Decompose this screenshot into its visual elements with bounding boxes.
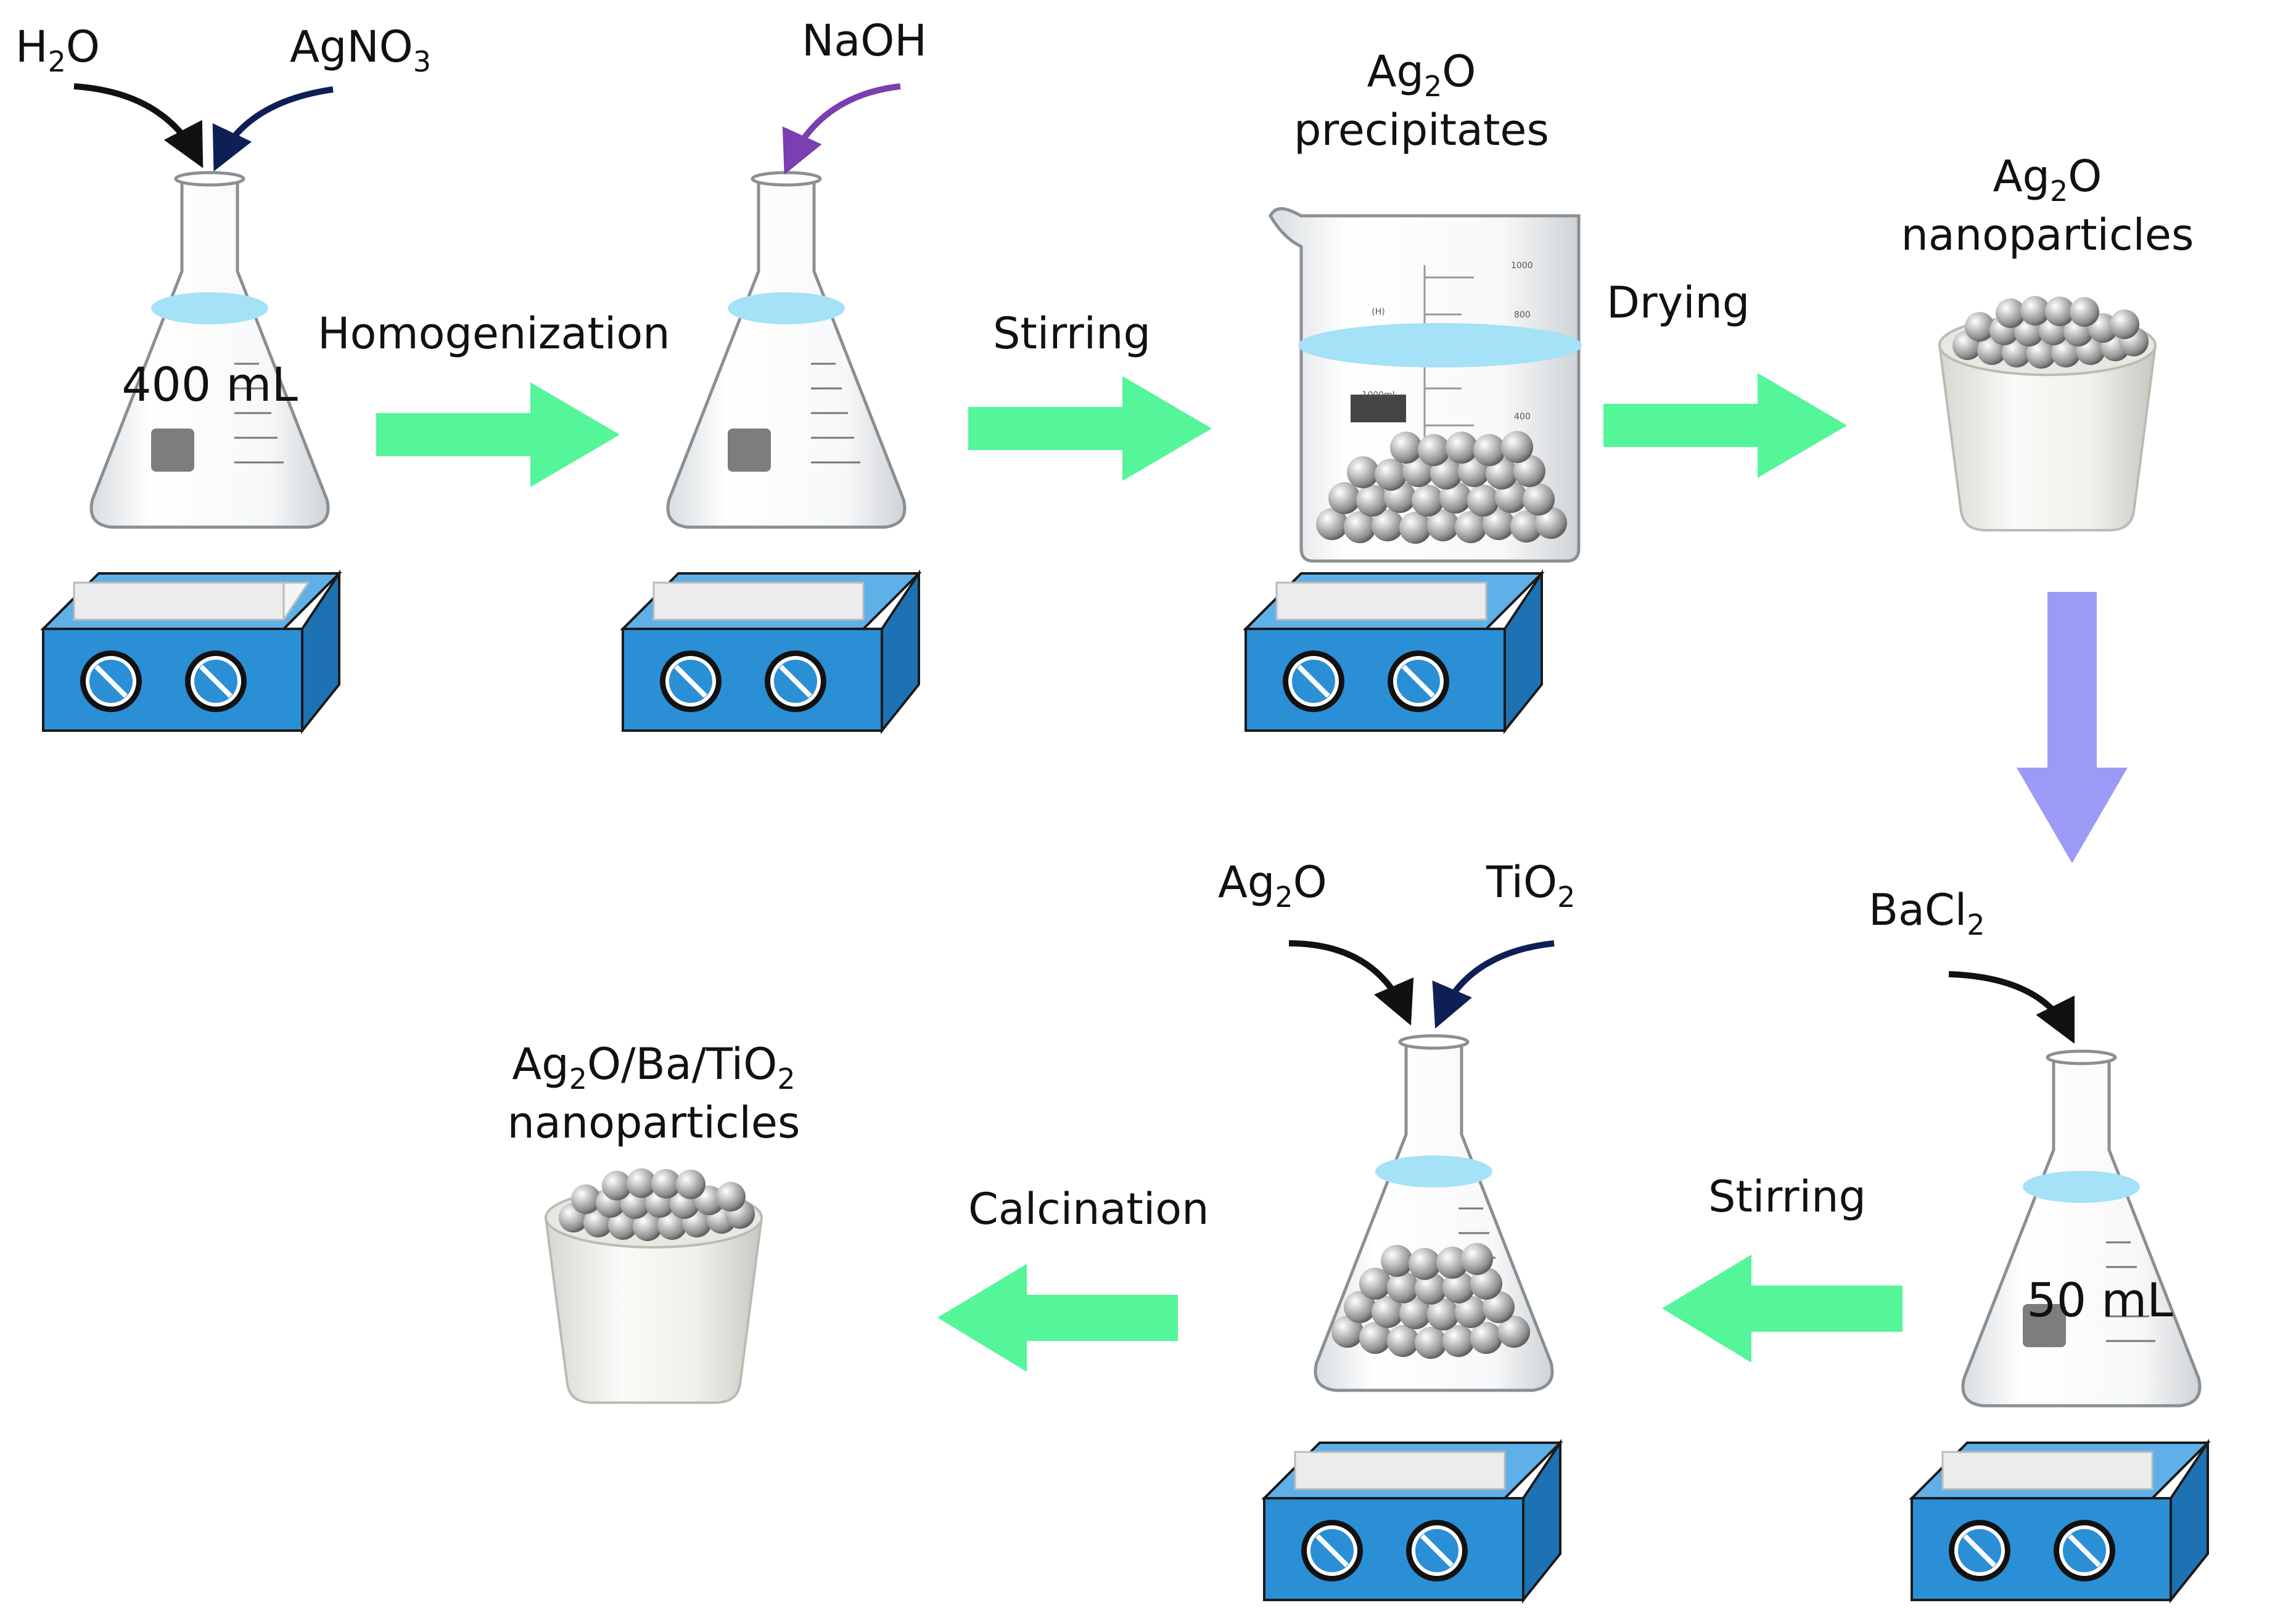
beaker-logo: (H) bbox=[1372, 307, 1384, 317]
label-ag2o-input: Ag2O bbox=[1218, 857, 1327, 914]
label-final-product-line1: Ag2O/Ba/TiO2 bbox=[512, 1039, 795, 1096]
knob-icon bbox=[1301, 1520, 1363, 1581]
step-homogenization: Homogenization bbox=[318, 308, 670, 359]
arrow-left-icon bbox=[937, 1264, 1178, 1372]
knob-icon bbox=[765, 650, 826, 712]
step-stirring-2: Stirring bbox=[1708, 1171, 1866, 1222]
flask-graduations bbox=[811, 363, 860, 464]
reagent-arrow-icon bbox=[212, 86, 334, 172]
arrow-left-icon bbox=[1662, 1255, 1903, 1363]
beaker-mark-1000: 1000 bbox=[1511, 261, 1533, 271]
reagent-arrow-icon bbox=[1288, 940, 1414, 1026]
flask-4 bbox=[1314, 1034, 1554, 1392]
crucible-2 bbox=[544, 1168, 763, 1404]
knob-icon bbox=[1388, 650, 1449, 712]
flask-graduations bbox=[2106, 1241, 2155, 1342]
label-ag2o-nanoparticles-line1: Ag2O bbox=[1993, 151, 2102, 208]
hotplate-1 bbox=[40, 569, 342, 734]
beaker: (H) 1000ml 1000 800 400 bbox=[1269, 207, 1582, 563]
crucible-1 bbox=[1938, 296, 2157, 531]
label-tio2-input: TiO2 bbox=[1486, 857, 1575, 914]
knob-icon bbox=[1283, 650, 1344, 712]
label-agno3: AgNO3 bbox=[290, 22, 431, 78]
flask-1: 400 mL bbox=[89, 171, 330, 529]
beaker-mark-400: 400 bbox=[1514, 412, 1531, 422]
arrow-down-icon bbox=[2017, 592, 2128, 863]
arrow-right-icon bbox=[376, 382, 620, 487]
hotplate-3 bbox=[1243, 569, 1545, 734]
hotplate-2 bbox=[620, 569, 922, 734]
step-calcination: Calcination bbox=[968, 1184, 1209, 1234]
reagent-arrow-icon bbox=[73, 83, 204, 168]
flask-2 bbox=[666, 171, 907, 529]
reagent-arrow-icon bbox=[782, 83, 901, 175]
hotplate-5 bbox=[1909, 1438, 2211, 1604]
label-ag2o-precipitates-line2: precipitates bbox=[1294, 105, 1549, 155]
step-drying: Drying bbox=[1606, 277, 1750, 328]
arrow-right-icon bbox=[968, 376, 1212, 481]
flask-graduations bbox=[234, 363, 284, 464]
reagent-arrow-icon bbox=[1432, 940, 1555, 1029]
label-bacl2: BaCl2 bbox=[1869, 885, 1985, 941]
arrow-right-icon bbox=[1603, 373, 1847, 478]
particle-pile bbox=[1952, 296, 2149, 369]
label-naoh: NaOH bbox=[802, 15, 927, 66]
knob-icon bbox=[2054, 1520, 2115, 1581]
hotplate-4 bbox=[1261, 1438, 1563, 1604]
knob-icon bbox=[1949, 1520, 2010, 1581]
label-final-product-line2: nanoparticles bbox=[508, 1097, 800, 1148]
particle-pile bbox=[1331, 1243, 1530, 1359]
label-h2o: H2O bbox=[15, 22, 100, 78]
label-ag2o-nanoparticles-line2: nanoparticles bbox=[1901, 210, 2194, 260]
beaker-capacity: 1000ml bbox=[1362, 390, 1394, 400]
knob-icon bbox=[1406, 1520, 1468, 1581]
flask-5-volume: 50 mL bbox=[2026, 1273, 2173, 1327]
knob-icon bbox=[185, 650, 247, 712]
particle-pile bbox=[559, 1168, 755, 1241]
step-stirring-1: Stirring bbox=[993, 308, 1151, 359]
flask-5: 50 mL bbox=[1961, 1049, 2202, 1408]
knob-icon bbox=[660, 650, 722, 712]
knob-icon bbox=[80, 650, 142, 712]
flask-1-volume: 400 mL bbox=[121, 357, 298, 412]
particle-pile bbox=[1316, 431, 1567, 544]
reagent-arrow-icon bbox=[1948, 971, 2075, 1044]
label-ag2o-precipitates-line1: Ag2O bbox=[1367, 46, 1476, 103]
beaker-mark-800: 800 bbox=[1514, 310, 1531, 320]
